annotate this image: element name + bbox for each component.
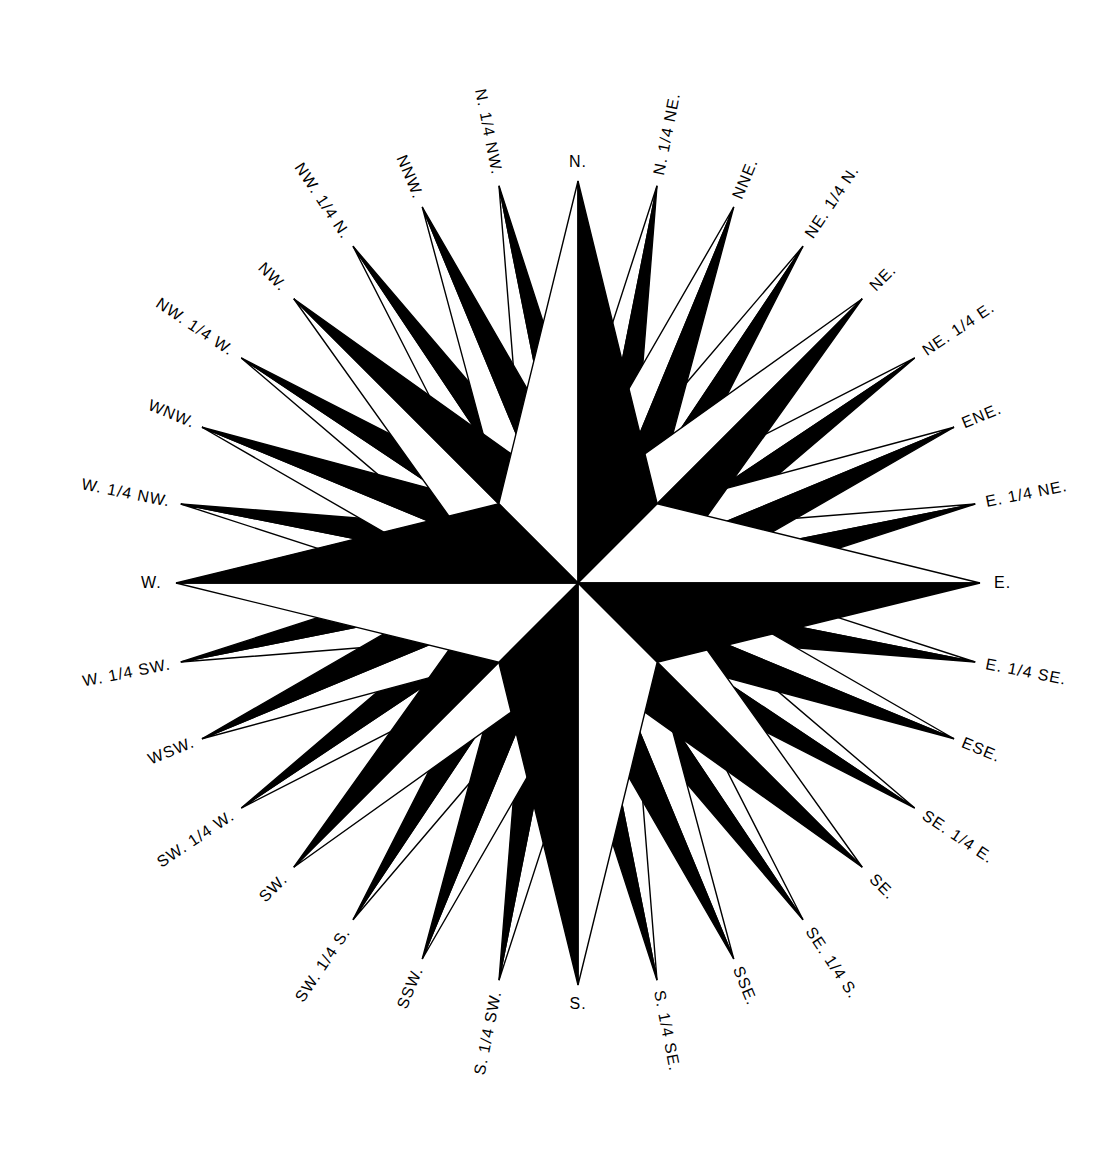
compass-point-label: W. [141, 574, 162, 592]
compass-point-label: N. 1/4 NW. [471, 88, 505, 177]
compass-point-label: NE. 1/4 N. [802, 162, 863, 241]
compass-point-label: NW. [254, 259, 290, 295]
compass-point-label: SSE. [729, 964, 761, 1008]
compass-point-label: E. 1/4 NE. [984, 477, 1069, 510]
compass-point-label: N. 1/4 NE. [650, 91, 684, 177]
compass-point-label: SSW. [394, 964, 427, 1011]
compass-point-label: NW. 1/4 N. [291, 160, 354, 242]
compass-point-label: NE. 1/4 E. [919, 298, 998, 359]
star-points [176, 181, 980, 985]
point-light-half [578, 504, 980, 583]
compass-point-label: SW. 1/4 S. [292, 924, 354, 1005]
compass-point-label: S. 1/4 SW. [471, 989, 505, 1076]
compass-point-label: ESE. [959, 734, 1003, 766]
compass-point-label: WSW. [146, 734, 197, 769]
compass-point-label: SE. 1/4 S. [802, 924, 862, 1002]
compass-point-label: S. 1/4 SE. [651, 989, 684, 1073]
compass-point-label: WNW. [145, 397, 197, 432]
compass-point-label: NNW. [393, 153, 427, 202]
compass-point-label: S. [570, 995, 587, 1013]
point-light-half [176, 583, 578, 662]
compass-point-label: SE. [866, 871, 899, 904]
compass-point-label: W. 1/4 SW. [81, 655, 172, 690]
compass-point-label: E. 1/4 SE. [984, 655, 1068, 688]
compass-point-label: SW. [255, 871, 290, 906]
point-dark-half [176, 504, 578, 583]
compass-point-label: SE. 1/4 E. [919, 807, 997, 867]
compass-point-label: NE. [866, 261, 899, 294]
compass-point-label: NNE. [729, 156, 761, 202]
compass-point-label: ENE. [959, 400, 1004, 432]
point-light-half [578, 583, 657, 985]
compass-point-label: W. 1/4 NW. [80, 475, 172, 510]
compass-point-label: E. [994, 574, 1011, 592]
compass-point-label: SW. 1/4 W. [153, 807, 237, 871]
compass-point-label: N. [569, 153, 587, 171]
compass-point-label: NW. 1/4 W. [152, 294, 237, 359]
